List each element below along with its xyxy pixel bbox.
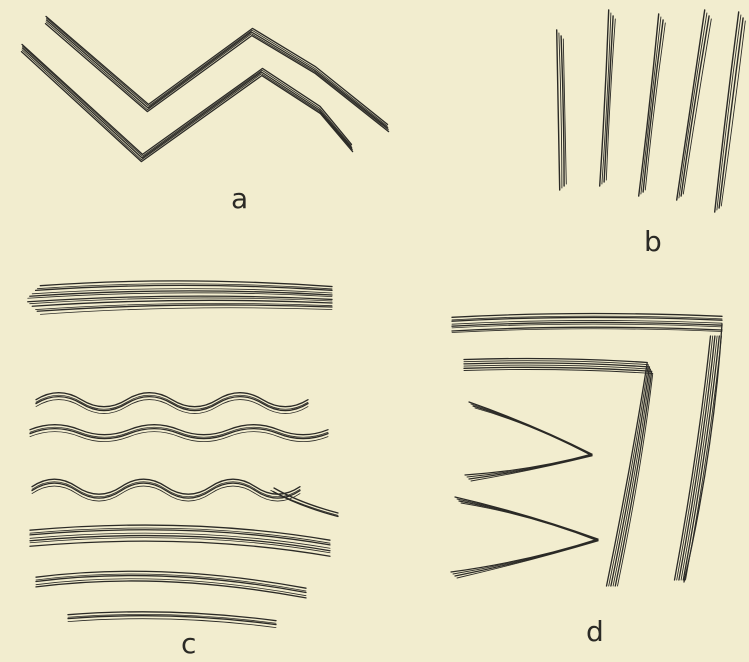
vertical-strand [641, 17, 661, 194]
zigzag-strand-upper [47, 18, 388, 126]
panel-c-label: c [181, 630, 196, 658]
wavy-strand-1 [36, 397, 308, 411]
converging-v-upper [465, 454, 592, 475]
panel-a-zigzag-fibers [22, 16, 389, 161]
vertical-strand [679, 13, 707, 198]
converging-v-upper [473, 406, 592, 455]
panel-b-label: b [644, 228, 662, 256]
vertical-strand [717, 15, 741, 210]
horizontal-strand-top [452, 314, 722, 318]
horizontal-band-middle [30, 538, 330, 553]
vertical-strand [683, 19, 711, 194]
panel-c-horizontal-and-wavy-fibers [28, 281, 338, 628]
zigzag-strand-upper [47, 20, 388, 128]
vertical-strand [643, 20, 663, 192]
angled-strand-corner [464, 367, 652, 586]
converging-v-lower [461, 503, 598, 541]
vertical-strand [715, 12, 739, 212]
zigzag-strand-lower [22, 52, 353, 162]
vertical-strand [719, 18, 743, 208]
angled-strand-corner [464, 370, 653, 587]
vertical-strand [677, 10, 705, 200]
panel-a-label: a [231, 185, 248, 213]
vertical-strand [639, 14, 659, 196]
zigzag-strand-upper [46, 24, 389, 132]
converging-v-upper [475, 408, 592, 456]
vertical-strand [681, 16, 709, 196]
horizontal-band-middle [30, 541, 330, 556]
converging-v-lower [459, 501, 598, 540]
panel-b-vertical-fibers [557, 10, 746, 212]
panel-d-label: d [586, 618, 604, 646]
panel-d-angled-and-converging-fibers [451, 314, 722, 586]
horizontal-band-lower [36, 581, 306, 598]
converging-v-lower [451, 539, 598, 572]
vertical-strand [602, 13, 611, 184]
